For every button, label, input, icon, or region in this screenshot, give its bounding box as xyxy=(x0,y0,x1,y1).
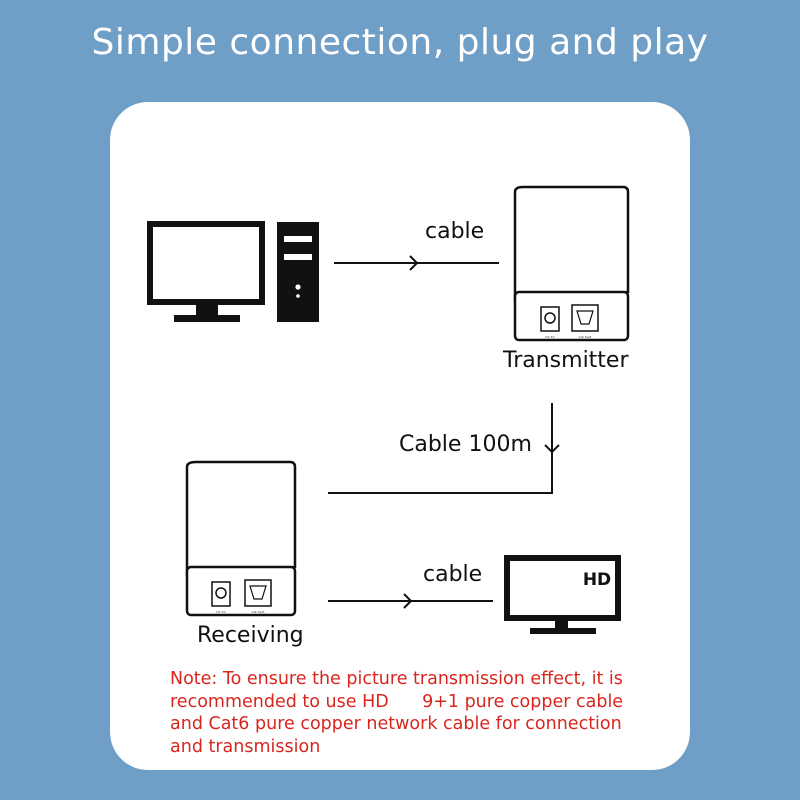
hd-badge: HD xyxy=(583,570,611,590)
cable-label-bottom: cable xyxy=(423,562,483,587)
note-line: Note: To ensure the picture transmission… xyxy=(170,669,623,689)
pc-tower-icon xyxy=(277,222,319,322)
cable-line-bottom xyxy=(328,593,493,609)
transmitter-label: Transmitter xyxy=(503,348,629,373)
transmitter-device: DC 5V Cat 5e/6 xyxy=(513,185,630,342)
receiver-port-label-left: DC 5V xyxy=(216,610,226,614)
note-line: and Cat6 pure copper network cable for c… xyxy=(170,714,622,734)
cable-100m-line xyxy=(328,403,560,494)
receiver-device: DC 5V Cat 5e/6 xyxy=(185,460,297,617)
cable-line-top xyxy=(334,255,499,271)
note-line: and transmission xyxy=(170,736,321,757)
transmitter-port-label-left: DC 5V xyxy=(545,335,555,339)
cable-100m-label: Cable 100m xyxy=(399,432,532,457)
page-title: Simple connection, plug and play xyxy=(91,22,709,63)
receiver-port-label-right: Cat 5e/6 xyxy=(252,610,265,614)
computer-monitor-icon xyxy=(147,221,265,322)
cable-label-top: cable xyxy=(425,219,485,244)
receiving-label: Receiving xyxy=(197,623,304,648)
hd-monitor-icon: HD xyxy=(504,555,621,634)
installation-note: Note: To ensure the picture transmission… xyxy=(170,668,670,758)
transmitter-port-label-right: Cat 5e/6 xyxy=(579,335,592,339)
note-line: recommended to use HD 9+1 pure copper ca… xyxy=(170,691,624,712)
